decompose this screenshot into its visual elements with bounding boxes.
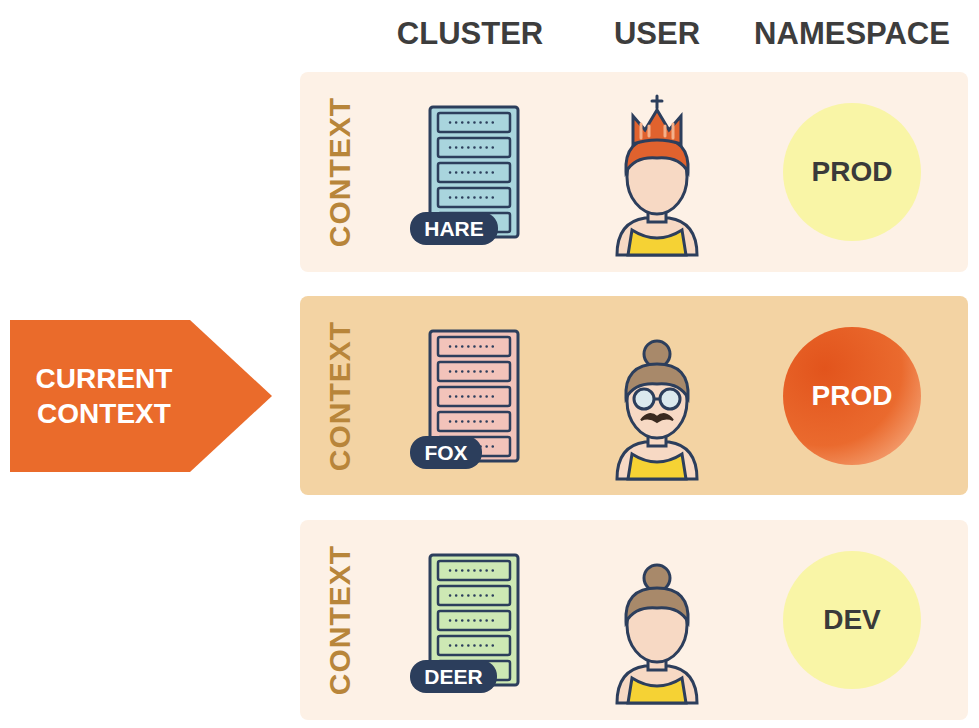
- namespace-name: DEV: [823, 606, 881, 634]
- namespace-name: PROD: [812, 382, 893, 410]
- arrow-text-box: CURRENT CONTEXT: [14, 320, 194, 472]
- column-header: USER: [614, 15, 700, 52]
- developer-user-icon: [617, 565, 697, 703]
- current-context-arrow: CURRENT CONTEXT: [10, 320, 272, 472]
- server-icons: [430, 107, 518, 685]
- cluster-name: DEER: [424, 666, 482, 687]
- current-context-label: CURRENT CONTEXT: [19, 361, 189, 431]
- cluster-tag: DEER: [410, 660, 497, 693]
- cluster-tag: HARE: [410, 212, 498, 245]
- cluster-name: FOX: [424, 442, 467, 463]
- column-header: CLUSTER: [397, 15, 543, 52]
- context-label: CONTEXT: [325, 97, 355, 247]
- cluster-name: HARE: [424, 218, 484, 239]
- arrow-shape: [10, 320, 272, 472]
- header-text: CLUSTER: [397, 16, 543, 51]
- header-text: USER: [614, 16, 700, 51]
- disguised-user-icon: [617, 341, 697, 479]
- namespace-circle: PROD: [782, 102, 922, 242]
- cluster-tag: FOX: [410, 436, 482, 469]
- context-label: CONTEXT: [325, 545, 355, 695]
- namespace-circle: PROD: [782, 326, 922, 466]
- namespace-circle: DEV: [782, 550, 922, 690]
- header-text: NAMESPACE: [754, 16, 950, 51]
- column-header: NAMESPACE: [754, 15, 950, 52]
- admin-user-icon: [617, 96, 697, 255]
- namespace-name: PROD: [812, 158, 893, 186]
- context-label: CONTEXT: [325, 320, 355, 470]
